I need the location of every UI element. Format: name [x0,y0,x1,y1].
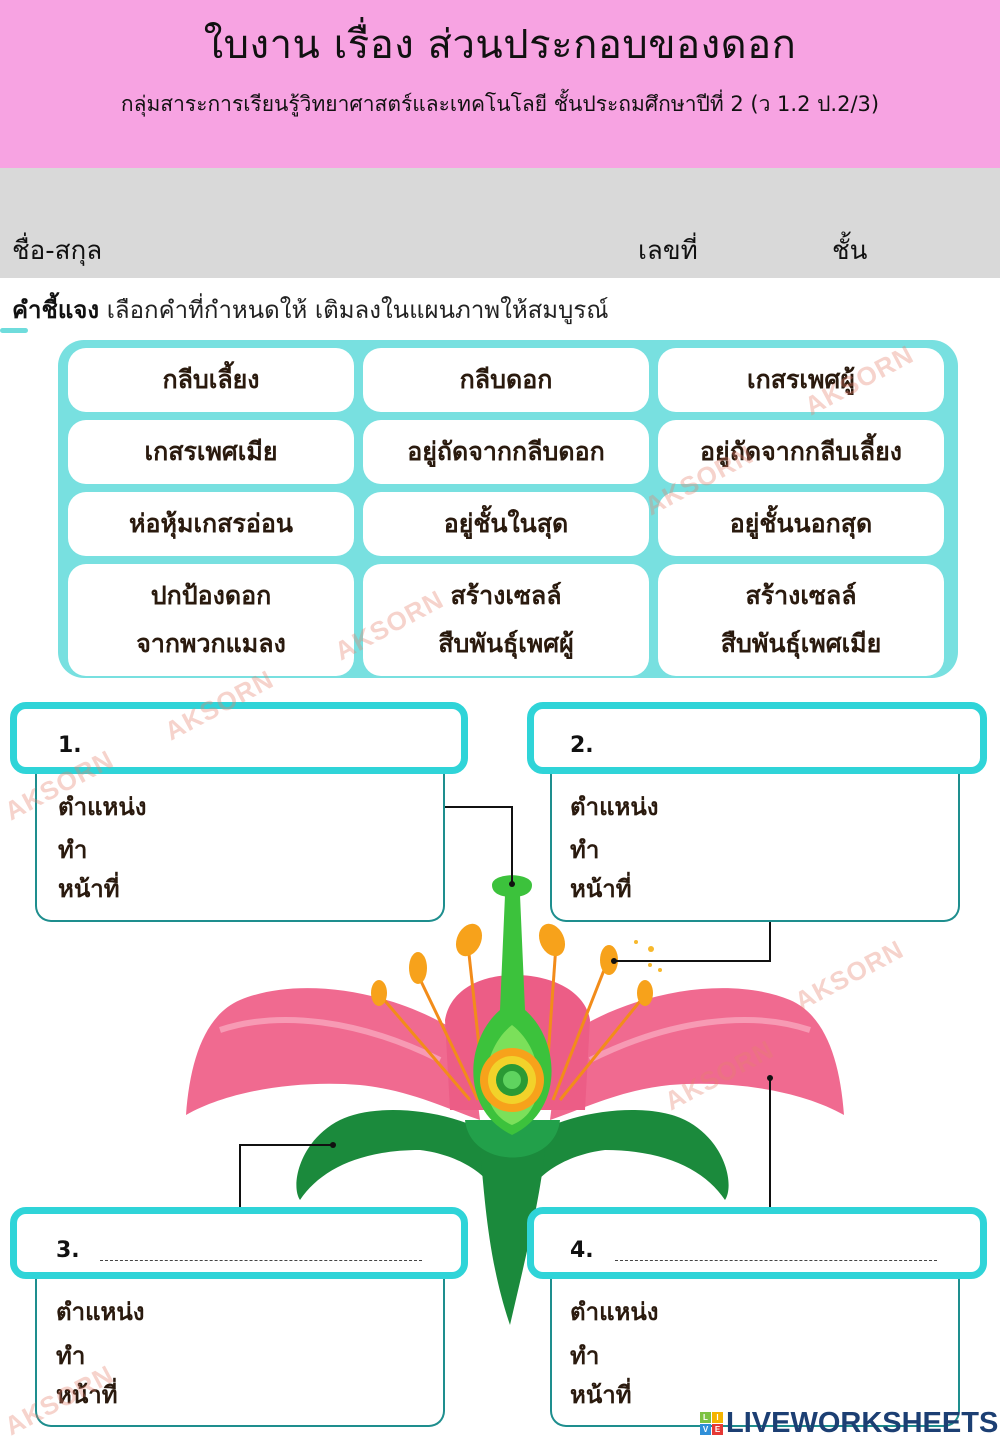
word-card-text: กลีบดอก [459,365,553,394]
callout-4-answer-line [615,1260,937,1261]
callout-2-answer-box[interactable] [527,702,987,774]
word-card-text: อยู่ชั้นในสุด [443,509,569,538]
word-card[interactable]: อยู่ชั้นนอกสุด [658,492,944,556]
word-card[interactable]: ปกป้องดอกจากพวกแมลง [68,564,354,676]
word-card-text: อยู่ถัดจากกลีบดอก [407,437,605,466]
anther [600,945,618,975]
word-card-text: อยู่ชั้นนอกสุด [729,509,873,538]
instruction: คำชี้แจง เลือกคำที่กำหนดให้ เติมลงในแผนภ… [12,290,609,329]
stem [480,1150,545,1325]
word-card[interactable]: อยู่ถัดจากกลีบเลี้ยง [658,420,944,484]
sepal-right [512,1110,729,1200]
name-label: ชื่อ-สกุล [12,236,103,266]
word-card-text: ห่อหุ้มเกสรอ่อน [129,509,293,538]
student-number-label: เลขที่ [638,236,698,266]
callout-4-number: 4. [570,1238,594,1263]
worksheet-header: ใบงาน เรื่อง ส่วนประกอบของดอก กลุ่มสาระก… [0,0,1000,168]
pollen [634,940,662,972]
callout-1-number: 1. [58,733,82,758]
logo-letter: V [700,1424,711,1435]
callout-4-function-label: ทำหน้าที่ [570,1342,632,1409]
petal-highlight-right [588,1017,811,1063]
sepals [296,1110,729,1325]
receptacle [465,1120,560,1158]
logo-letter: L [700,1412,711,1423]
word-card[interactable]: กลีบดอก [363,348,649,412]
callout-1-position-label: ตำแหน่ง [58,793,147,821]
worksheet-title: ใบงาน เรื่อง ส่วนประกอบของดอก [203,22,797,68]
petal-left [186,988,480,1120]
word-card-text: สืบพันธุ์เพศผู้ [438,629,574,658]
callout-2-number: 2. [570,733,594,758]
word-card-text: สร้างเซลล์ [745,581,857,610]
petal-highlight-left [219,1017,442,1063]
word-card[interactable]: สร้างเซลล์สืบพันธุ์เพศผู้ [363,564,649,676]
callout-3-number: 3. [56,1238,80,1263]
word-card-text: กลีบเลี้ยง [162,365,260,394]
word-card[interactable]: อยู่ถัดจากกลีบดอก [363,420,649,484]
instruction-text: เลือกคำที่กำหนดให้ เติมลงในแผนภาพให้สมบู… [99,296,609,324]
callout-1-function-label: ทำหน้าที่ [58,836,120,903]
word-card[interactable]: ห่อหุ้มเกสรอ่อน [68,492,354,556]
word-card[interactable]: อยู่ชั้นในสุด [363,492,649,556]
sepal-left [296,1110,512,1200]
word-card-text: สืบพันธุ์เพศเมีย [720,629,882,658]
callout-3-answer-box[interactable] [10,1207,468,1279]
callout-3-position-label: ตำแหน่ง [56,1298,145,1326]
anther [637,980,653,1006]
anther [371,980,387,1006]
brand-name: LIVEWORKSHEETS [726,1407,999,1439]
callout-1-answer-box[interactable] [10,702,468,774]
logo-letter: E [712,1424,723,1435]
callout-4-answer-box[interactable] [527,1207,987,1279]
word-card-text: เกสรเพศเมีย [144,437,278,466]
word-card-text: เกสรเพศผู้ [747,365,855,394]
worksheet-subtitle: กลุ่มสาระการเรียนรู้วิทยาศาสตร์และเทคโนโ… [120,92,880,116]
student-info-bar: ชื่อ-สกุล เลขที่ ชั้น [0,168,1000,278]
callout-4-position-label: ตำแหน่ง [570,1298,659,1326]
callout-1-body [35,765,445,922]
callout-3-body [35,1270,445,1427]
logo-letter: I [712,1412,723,1423]
leader-line-3 [239,1144,333,1208]
callout-2-body [550,765,960,922]
word-card-text: อยู่ถัดจากกลีบเลี้ยง [700,437,902,466]
anther [455,923,483,957]
word-bank: กลีบเลี้ยงกลีบดอกเกสรเพศผู้เกสรเพศเมียอย… [58,340,958,678]
anther [409,952,427,984]
pistil [473,875,552,1135]
word-card-text: ปกป้องดอก [150,581,272,610]
callout-2-function-label: ทำหน้าที่ [570,836,632,903]
word-card-text: สร้างเซลล์ [450,581,562,610]
word-card[interactable]: เกสรเพศผู้ [658,348,944,412]
leader-line-2 [615,922,771,962]
leader-line-1 [444,806,513,883]
callout-3-function-label: ทำหน้าที่ [56,1342,118,1409]
callout-3-answer-line [100,1260,422,1261]
anthers [371,923,653,1006]
word-card[interactable]: เกสรเพศเมีย [68,420,354,484]
word-card[interactable]: กลีบเลี้ยง [68,348,354,412]
word-grid: กลีบเลี้ยงกลีบดอกเกสรเพศผู้เกสรเพศเมียอย… [68,348,948,676]
stamens [378,944,647,1101]
leader-lines [239,806,771,1208]
word-card-text: จากพวกแมลง [136,629,286,658]
decorative-accent [0,328,28,333]
callout-4-body [550,1270,960,1427]
class-label: ชั้น [832,236,868,266]
instruction-label: คำชี้แจง [12,296,100,324]
word-card[interactable]: สร้างเซลล์สืบพันธุ์เพศเมีย [658,564,944,676]
callout-2-position-label: ตำแหน่ง [570,793,659,821]
anther [538,923,566,957]
